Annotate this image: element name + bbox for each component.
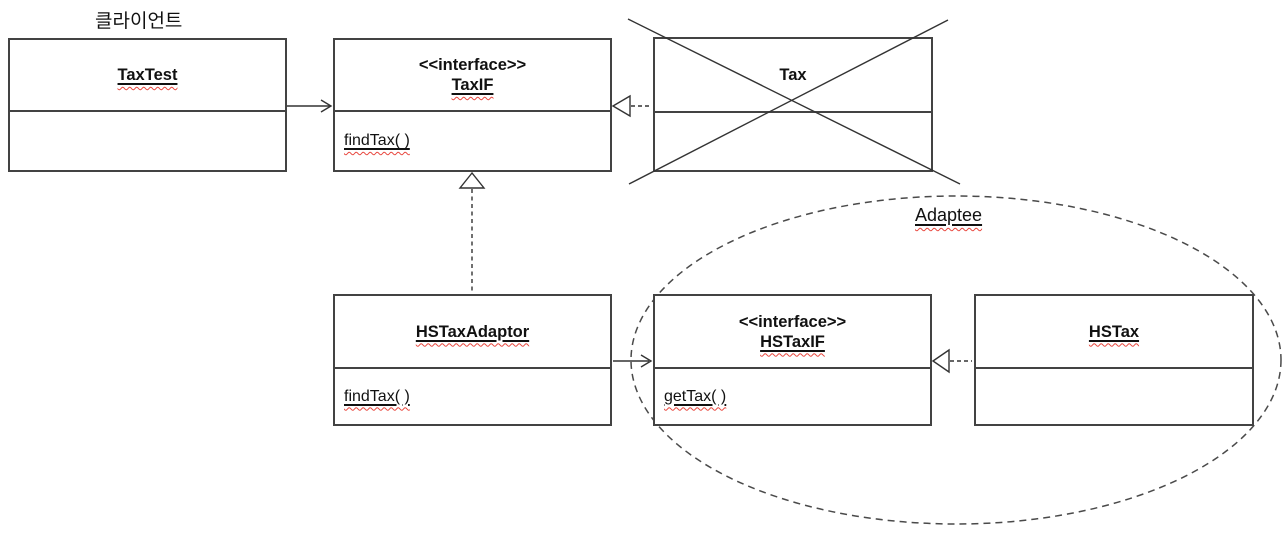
association-taxtest-taxif-arrowhead xyxy=(320,99,333,113)
hstaxif-stereotype: <<interface>> xyxy=(738,312,847,331)
adaptee-label: Adaptee xyxy=(915,205,982,226)
hstaxif-method-gettax: getTax( ) xyxy=(664,387,727,405)
hstax-class-name: HSTax xyxy=(1088,322,1140,341)
taxif-stereotype: <<interface>> xyxy=(418,56,527,74)
adaptee-group-ellipse xyxy=(630,195,1282,525)
hstaxif-methods-compartment: getTax( ) xyxy=(655,367,930,424)
class-box-hstaxif: <<interface>> HSTaxIF getTax( ) xyxy=(653,294,932,426)
class-box-taxtest: TaxTest xyxy=(8,38,287,172)
taxtest-methods-compartment xyxy=(10,110,285,170)
class-box-hstax: HSTax xyxy=(974,294,1254,426)
taxif-class-name: TaxIF xyxy=(451,76,494,94)
realization-hstaxadaptor-taxif-triangle xyxy=(458,171,486,189)
hstaxif-class-name: HSTaxIF xyxy=(760,332,825,351)
adaptee-label-text: Adaptee xyxy=(915,205,983,225)
tax-deleted-cross-line-2 xyxy=(628,19,949,185)
hstax-title-compartment: HSTax xyxy=(976,296,1252,367)
client-label: 클라이언트 xyxy=(95,11,183,32)
taxif-methods-compartment: findTax( ) xyxy=(335,110,610,170)
hstaxadaptor-title-compartment: HSTaxAdaptor xyxy=(335,296,610,367)
taxif-title-compartment: <<interface>> TaxIF xyxy=(335,40,610,110)
realization-tax-taxif-triangle xyxy=(611,94,631,118)
hstax-methods-compartment xyxy=(976,367,1252,424)
tax-methods-compartment xyxy=(655,111,931,170)
taxtest-title-compartment: TaxTest xyxy=(10,40,285,110)
association-hstaxadaptor-hstaxif-arrowhead xyxy=(640,354,653,368)
taxif-method-findtax: findTax( ) xyxy=(344,132,410,149)
tax-title-compartment: Tax xyxy=(655,39,931,111)
class-box-hstaxadaptor: HSTaxAdaptor findTax( ) xyxy=(333,294,612,426)
hstaxadaptor-class-name: HSTaxAdaptor xyxy=(415,322,530,341)
taxtest-class-name: TaxTest xyxy=(117,66,178,84)
realization-hstax-hstaxif-triangle xyxy=(931,348,950,374)
hstaxadaptor-method-findtax: findTax( ) xyxy=(344,387,410,405)
tax-class-name: Tax xyxy=(779,66,807,84)
hstaxadaptor-methods-compartment: findTax( ) xyxy=(335,367,610,424)
hstaxif-title-compartment: <<interface>> HSTaxIF xyxy=(655,296,930,367)
class-box-tax: Tax xyxy=(653,37,933,172)
tax-deleted-cross-line-1 xyxy=(627,18,961,185)
class-box-taxif: <<interface>> TaxIF findTax( ) xyxy=(333,38,612,172)
